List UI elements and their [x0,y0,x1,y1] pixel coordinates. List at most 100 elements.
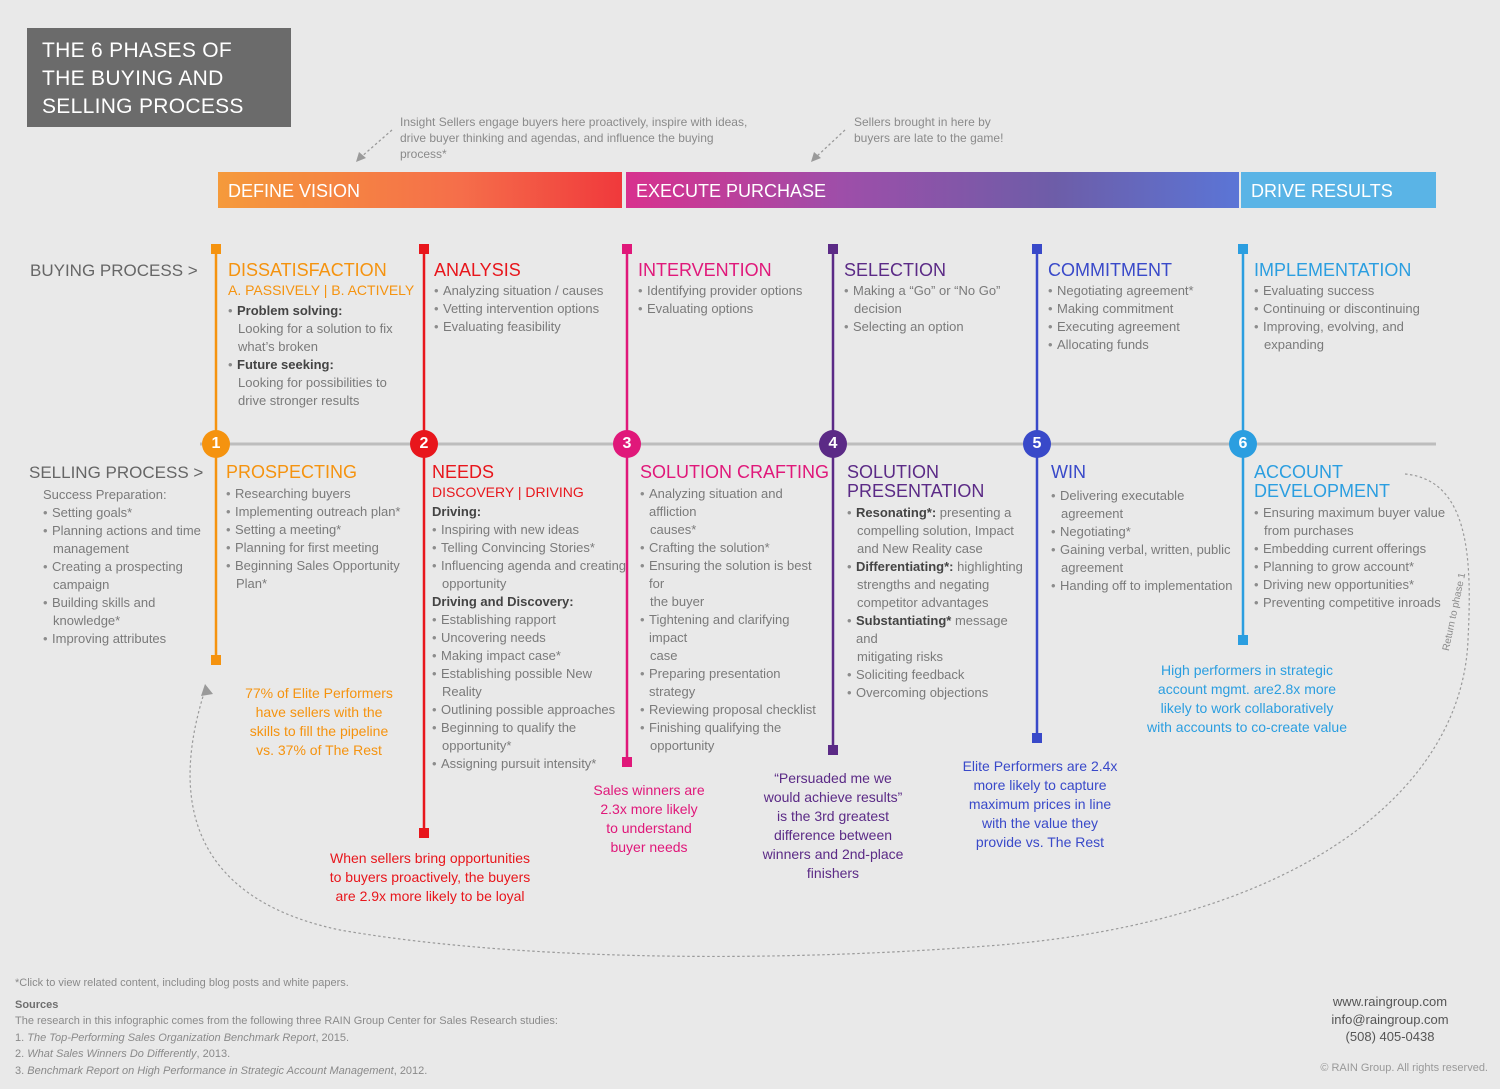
list-item: Continuing or discontinuing [1254,300,1439,318]
list-item: Looking for a solution to fix [238,321,393,336]
list-item[interactable]: Negotiating* [1051,523,1236,541]
source-number: 3. [15,1064,25,1077]
click-note: *Click to view related content, includin… [15,977,349,989]
note-line: Sellers brought in here by [854,115,991,129]
selling-stage-win: WIN Delivering executable agreement Nego… [1051,462,1236,596]
stem-marker [622,757,632,767]
list-item: Evaluating feasibility [434,318,619,336]
list-item-heading[interactable]: Resonating*: [856,505,937,520]
source-item[interactable]: 3. Benchmark Report on High Performance … [15,1063,715,1080]
list-item[interactable]: Substantiating* message and [847,612,1032,648]
stat-line: have sellers with the [255,704,383,720]
list-item-heading: Driving and Discovery: [432,594,574,609]
stat-line: likely to work collaboratively [1160,700,1334,716]
stage-title: SOLUTION [847,462,940,482]
list-item[interactable]: Plan* [236,576,268,591]
stem-marker [1032,244,1042,254]
stage-title: ANALYSIS [434,260,521,280]
list-item: mitigating risks [857,649,943,664]
selling-stage-account-development: ACCOUNT DEVELOPMENT Ensuring maximum buy… [1254,463,1454,613]
list-item: Evaluating success [1254,282,1439,300]
stat-line: “Persuaded me we [774,770,892,786]
list-item: Planning actions and time [43,522,208,540]
stat-solution-crafting: Sales winners are 2.3x more likely to un… [579,781,719,857]
success-prep-heading: Success Preparation: [43,487,167,502]
list-item[interactable]: causes* [650,522,697,537]
list-item[interactable]: Telling Convincing Stories* [432,539,627,557]
list-item: expanding [1264,337,1324,352]
list-item[interactable]: Driving new opportunities* [1254,576,1454,594]
list-item[interactable]: Resonating*: presenting a [847,504,1032,522]
list-item: competitor advantages [857,595,989,610]
stage-title: PROSPECTING [226,462,358,482]
list-item: Tightening and clarifying impact [640,611,830,647]
contact-info: www.raingroup.com info@raingroup.com (50… [1320,993,1460,1046]
selling-process-label: SELLING PROCESS > [29,463,204,482]
list-item[interactable]: Assigning pursuit intensity* [432,755,627,773]
list-item: Establishing rapport [432,611,627,629]
list-item: Looking for possibilities to [238,375,387,390]
list-item: drive stronger results [238,393,360,408]
stat-line: to buyers proactively, the buyers [329,869,531,885]
list-item[interactable]: Setting goals* [43,504,208,522]
stat-line: vs. 37% of The Rest [256,742,382,758]
note-line: process* [400,147,447,161]
source-title[interactable]: The Top-Performing Sales Organization Be… [27,1031,316,1044]
step-3-marker: 3 [613,430,641,458]
stage-title: COMMITMENT [1048,260,1172,280]
step-5-marker: 5 [1023,430,1051,458]
list-item: Handing off to implementation [1051,577,1236,595]
source-title[interactable]: Benchmark Report on High Performance in … [27,1064,394,1077]
buying-process-label: BUYING PROCESS > [30,261,198,280]
list-item[interactable]: Setting a meeting* [226,521,416,539]
website-link[interactable]: www.raingroup.com [1332,994,1448,1009]
source-year: , 2013. [196,1048,231,1060]
list-item: what’s broken [238,339,318,354]
list-item[interactable]: Crafting the solution* [640,539,830,557]
source-item[interactable]: 2. What Sales Winners Do Differently, 20… [15,1046,715,1063]
return-loop [189,473,1470,958]
stat-line: to understand [606,820,692,836]
selling-stage-needs: NEEDS DISCOVERY | DRIVING Driving: Inspi… [432,463,627,774]
list-item[interactable]: knowledge* [53,613,121,628]
list-item: compelling solution, Impact [857,523,1014,538]
step-6-marker: 6 [1229,430,1257,458]
list-item: management [53,541,129,556]
note-arrow-line [359,129,393,159]
list-item: campaign [53,577,110,592]
stage-title: WIN [1051,462,1086,482]
stem-marker [211,244,221,254]
list-item[interactable]: Negotiating agreement* [1048,282,1233,300]
list-item-heading[interactable]: Differentiating*: [856,559,954,574]
list-item: Finishing qualifying the [640,719,830,737]
source-number: 2. [15,1048,25,1060]
list-item[interactable]: Implementing outreach plan* [226,503,416,521]
stat-line: are 2.9x more likely to be loyal [335,888,525,904]
return-arrow-head [201,684,213,696]
list-item-heading: Problem solving: [237,303,343,318]
email-link[interactable]: info@raingroup.com [1331,1011,1449,1027]
list-item: Preventing competitive inroads [1254,594,1454,612]
list-item[interactable]: Beginning Sales Opportunity [226,557,416,575]
stat-line: 2.3x more likely [600,801,698,817]
list-item: Making a “Go” or “No Go” [844,282,1029,300]
list-item-heading[interactable]: Substantiating* [856,613,952,628]
stat-prospecting: 77% of Elite Performers have sellers wit… [229,684,409,760]
buying-stage-selection: SELECTION Making a “Go” or “No Go” decis… [844,261,1029,337]
list-item: Making commitment [1048,300,1233,318]
sources-heading: Sources [15,998,59,1011]
source-title[interactable]: What Sales Winners Do Differently [27,1048,197,1060]
list-item: Creating a prospecting [43,558,208,576]
list-item[interactable]: Planning to grow account* [1254,558,1454,576]
stat-line: Elite Performers are 2.4x [962,758,1118,774]
list-item-text: highlighting [953,559,1023,574]
list-item[interactable]: Making impact case* [432,647,627,665]
source-item[interactable]: 1. The Top-Performing Sales Organization… [15,1030,715,1047]
stat-line: High performers in strategic [1161,662,1333,678]
list-item[interactable]: opportunity* [442,738,512,753]
list-item[interactable]: Differentiating*: highlighting [847,558,1032,576]
stat-needs: When sellers bring opportunities to buye… [315,849,545,906]
phase-execute-purchase: EXECUTE PURCHASE [626,172,1239,208]
list-item: Ensuring maximum buyer value [1254,504,1454,522]
stage-subtitle: A. PASSIVELY | B. ACTIVELY [228,282,415,298]
